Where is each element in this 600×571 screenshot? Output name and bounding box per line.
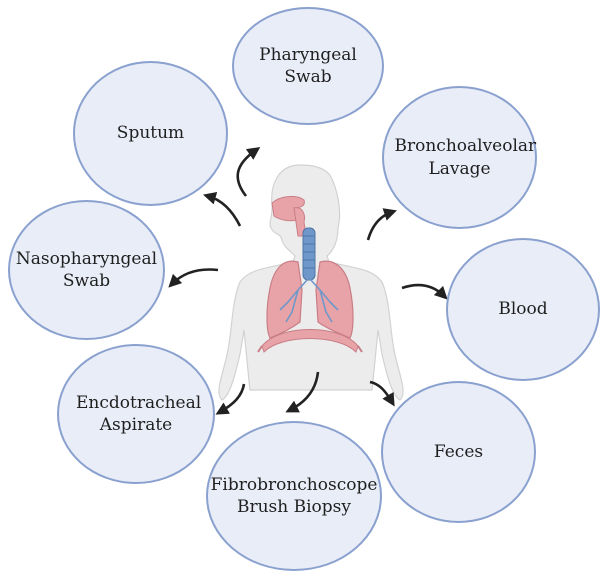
arrow-to-feces <box>370 382 392 402</box>
sample-label: Bronchoalveolar Lavage <box>395 135 525 179</box>
arrow-to-sputum <box>208 196 240 226</box>
sample-label: Sputum <box>117 122 184 144</box>
sample-node-fibrobronchoscope-brush-biopsy: Fibrobronchoscope Brush Biopsy <box>206 421 382 571</box>
sample-node-bronchoalveolar-lavage: Bronchoalveolar Lavage <box>382 86 537 229</box>
body-silhouette <box>219 165 403 400</box>
arrow-to-nasopharyngeal-swab <box>172 270 218 284</box>
sample-node-nasopharyngeal-swab: Nasopharyngeal Swab <box>8 200 165 340</box>
sample-node-sputum: Sputum <box>73 61 228 206</box>
arrow-to-blood <box>402 285 444 296</box>
human-torso-respiratory-system-icon <box>219 165 403 400</box>
sample-label: Fibrobronchoscope Brush Biopsy <box>209 474 379 518</box>
arrow-to-bronchoalveolar-lavage <box>368 212 392 240</box>
sample-label: Encdotracheal Aspirate <box>76 392 196 436</box>
sample-label: Nasopharyngeal Swab <box>14 248 159 292</box>
arrow-to-pharyngeal-swab <box>238 150 256 196</box>
sample-node-blood: Blood <box>446 238 600 381</box>
sample-label: Feces <box>434 441 483 463</box>
sample-label: Pharyngeal Swab <box>234 44 382 88</box>
sample-label: Blood <box>498 298 547 320</box>
sample-node-pharyngeal-swab: Pharyngeal Swab <box>232 7 384 125</box>
sample-node-feces: Feces <box>381 381 536 523</box>
sample-node-endotracheal-aspirate: Encdotracheal Aspirate <box>57 344 215 484</box>
